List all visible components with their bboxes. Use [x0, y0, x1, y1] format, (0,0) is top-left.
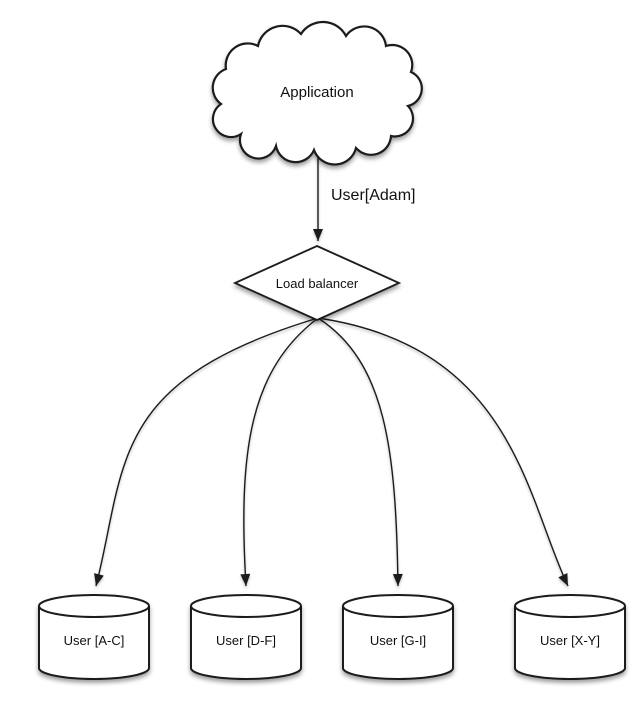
cylinder-shape: [38, 606, 150, 680]
request-edge-label: User[Adam]: [331, 187, 415, 204]
application-node: Application: [211, 20, 423, 166]
application-node-label: Application: [280, 84, 353, 101]
shard-node-1-label: User [A-C]: [64, 633, 125, 648]
cylinder-shape: [342, 606, 454, 680]
load-balancer-node: Load balancer: [232, 245, 402, 321]
shard-node-4: User [X-Y]: [514, 594, 626, 680]
lb-to-shard-2-arrow: [240, 317, 319, 587]
lb-to-shard-3-arrow: [317, 317, 403, 587]
lb-to-shard-1-arrow: [94, 317, 319, 587]
cylinder-top: [190, 594, 302, 618]
cylinder-shape: [190, 606, 302, 680]
shard-node-2: User [D-F]: [190, 594, 302, 680]
cylinder-top: [342, 594, 454, 618]
cylinder-shape: [514, 606, 626, 680]
edge-layer: [94, 149, 569, 587]
shard-node-1: User [A-C]: [38, 594, 150, 680]
lb-to-shard-4-arrow: [317, 317, 569, 587]
shard-node-2-label: User [D-F]: [216, 633, 276, 648]
shard-node-3: User [G-I]: [342, 594, 454, 680]
shard-node-4-label: User [X-Y]: [540, 633, 600, 648]
load-balancer-node-label: Load balancer: [276, 276, 359, 291]
shard-node-3-label: User [G-I]: [370, 633, 426, 648]
cylinder-top: [514, 594, 626, 618]
diamond-shape: [232, 245, 402, 321]
cylinder-top: [38, 594, 150, 618]
cloud-shape: [211, 20, 423, 166]
